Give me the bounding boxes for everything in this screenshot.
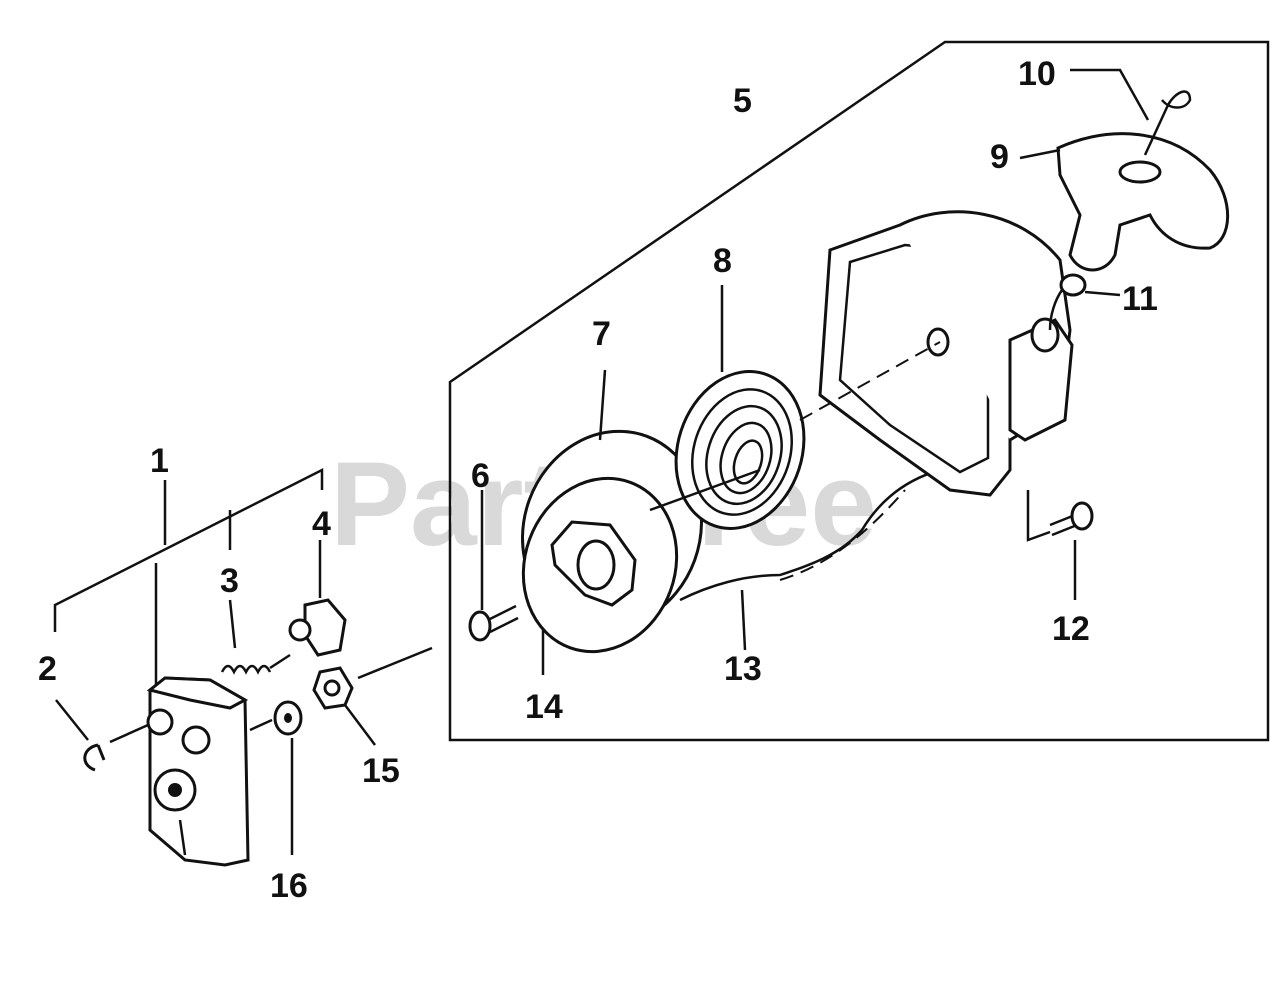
part-10-knot bbox=[1070, 68, 1192, 156]
part-2-clip bbox=[55, 699, 149, 772]
callout-16: 16 bbox=[270, 867, 308, 905]
part-7-pulley bbox=[521, 369, 703, 654]
callout-14: 14 bbox=[525, 688, 563, 726]
part-11-rope-guide bbox=[1048, 273, 1121, 331]
callout-4: 4 bbox=[312, 505, 331, 543]
part-6-screw bbox=[468, 490, 519, 642]
assembly-5-outline bbox=[448, 40, 1270, 742]
callout-15: 15 bbox=[362, 752, 400, 790]
part-4-pawl bbox=[288, 540, 347, 657]
part-5-starter-case bbox=[799, 210, 1074, 497]
group-1-bracket bbox=[53, 467, 324, 632]
callout-12: 12 bbox=[1052, 610, 1090, 648]
part-3-spring bbox=[220, 599, 291, 675]
callout-2: 2 bbox=[38, 650, 57, 688]
callout-3: 3 bbox=[220, 562, 239, 600]
callout-9: 9 bbox=[990, 138, 1009, 176]
callout-13: 13 bbox=[724, 650, 762, 688]
callout-8: 8 bbox=[713, 242, 732, 280]
part-1-housing bbox=[146, 676, 250, 867]
callout-1: 1 bbox=[150, 442, 169, 480]
part-8-recoil-spring bbox=[649, 285, 806, 530]
callout-10: 10 bbox=[1018, 55, 1056, 93]
part-15-nut bbox=[312, 646, 433, 746]
callout-6: 6 bbox=[471, 457, 490, 495]
part-13-rope bbox=[679, 468, 941, 651]
part-16-washer bbox=[249, 700, 303, 855]
callout-11: 11 bbox=[1122, 280, 1158, 318]
part-12-screw bbox=[1026, 490, 1094, 600]
callout-5: 5 bbox=[733, 82, 752, 120]
callout-7: 7 bbox=[592, 315, 611, 353]
